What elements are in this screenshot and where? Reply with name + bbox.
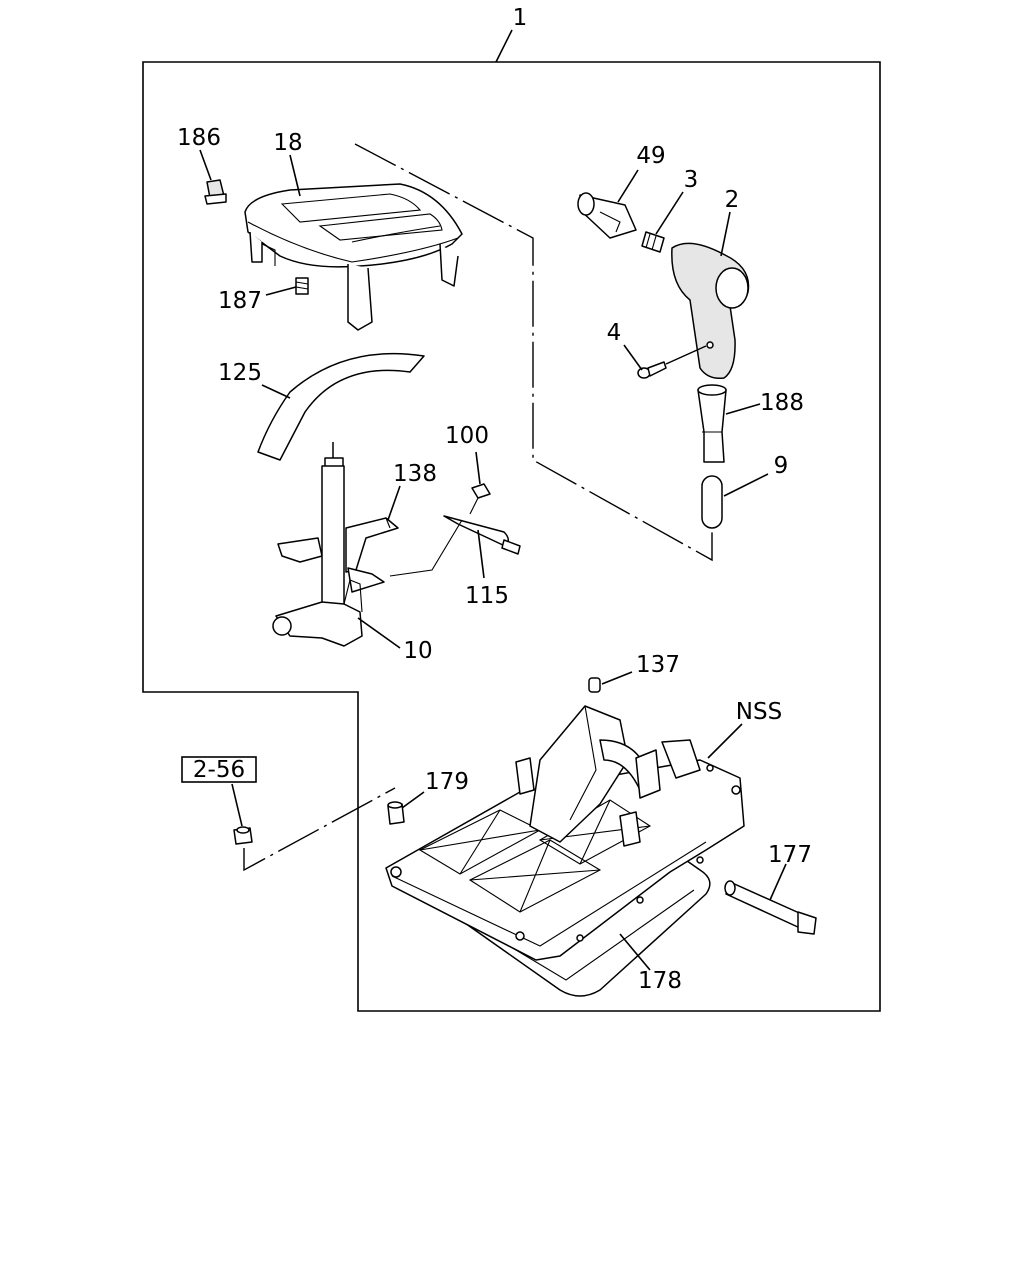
- leader-115: [477, 529, 485, 579]
- callout-9: 9: [774, 453, 789, 479]
- leader-1: [495, 29, 513, 63]
- leader-186: [199, 149, 212, 181]
- part-179-collar: [387, 801, 405, 825]
- callout-115: 115: [465, 583, 509, 609]
- part-2-shift-knob: [671, 242, 750, 380]
- part-18-indicator-cover: [244, 183, 463, 331]
- part-3-spring: [641, 231, 665, 253]
- callout-138: 138: [393, 461, 437, 487]
- leader-4: [623, 344, 643, 371]
- callout-179: 179: [425, 769, 469, 795]
- part-49-button: [577, 192, 637, 239]
- callout-186: 186: [177, 125, 221, 151]
- callout-137: 137: [636, 652, 680, 678]
- leader-9: [723, 473, 769, 497]
- knob-assembly-path: [354, 143, 713, 562]
- part-nut: [233, 826, 253, 845]
- nut-assembly-path: [243, 787, 396, 872]
- part-187-spring: [295, 277, 309, 295]
- callout-2: 2: [725, 187, 740, 213]
- leader-125: [261, 384, 291, 399]
- ref-2-56-box: 2-56: [181, 756, 257, 783]
- leader-178: [619, 933, 651, 971]
- callout-10: 10: [403, 638, 432, 664]
- callout-1: 1: [513, 5, 528, 31]
- leader-2: [720, 211, 731, 257]
- part-9-bushing: [701, 475, 723, 529]
- callout-100: 100: [445, 423, 489, 449]
- leader-3: [655, 191, 684, 235]
- leader-187: [265, 286, 297, 296]
- part-115-link: [389, 515, 521, 577]
- part-137-pin: [588, 677, 601, 693]
- part-177-pin: [724, 880, 817, 935]
- callout-177: 177: [768, 842, 812, 868]
- callout-3: 3: [684, 167, 699, 193]
- leader-2-56: [231, 783, 243, 827]
- leader-188: [725, 403, 761, 415]
- part-4-screw: [637, 345, 707, 379]
- callout-49: 49: [636, 143, 665, 169]
- part-10-shift-lever: [272, 442, 385, 647]
- callout-18: 18: [273, 130, 302, 156]
- assembly-boundary-frame: [142, 61, 881, 1012]
- leader-nss: [707, 723, 743, 759]
- part-188-sleeve: [697, 384, 727, 463]
- part-125-slide-plate: [257, 352, 425, 461]
- leader-100: [475, 451, 481, 485]
- part-100-bolt: [469, 483, 491, 515]
- part-138-bracket: [277, 517, 399, 573]
- leader-18: [289, 154, 301, 197]
- leader-138: [387, 485, 401, 521]
- leader-179: [401, 791, 425, 809]
- callout-188: 188: [760, 390, 804, 416]
- callout-178: 178: [638, 968, 682, 994]
- leader-177: [769, 863, 787, 901]
- leader-137: [601, 671, 633, 685]
- part-178-base-housing: [385, 705, 745, 997]
- callout-nss: NSS: [736, 699, 782, 725]
- callout-2-56: 2-56: [193, 757, 245, 783]
- callout-187: 187: [218, 288, 262, 314]
- leader-49: [617, 169, 639, 203]
- part-186-clip: [204, 179, 227, 205]
- leader-10: [357, 617, 401, 649]
- callout-4: 4: [607, 320, 622, 346]
- callout-125: 125: [218, 360, 262, 386]
